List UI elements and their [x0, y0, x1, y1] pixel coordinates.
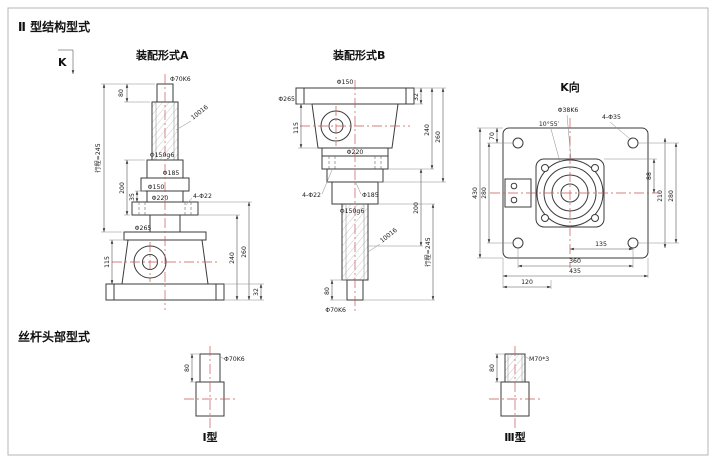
k-corner-hole	[512, 237, 524, 249]
b-dim-260: 260	[435, 131, 442, 143]
t1-dim-80: 80	[184, 364, 191, 372]
k-dim-135: 135	[595, 241, 607, 248]
a-dim-220: Φ220	[152, 195, 169, 202]
k-dim-280-left: 280	[481, 187, 488, 199]
b-dim-sleeve: Φ150g6	[340, 208, 365, 215]
b-dim-200: 200	[413, 202, 420, 214]
k-direction-mark: K	[58, 49, 75, 74]
view-assembly-b: 装配形式B Φ150 Φ265 Φ220 4-Φ22 Φ185 Φ150g6 1	[278, 48, 446, 314]
view-k-title: K向	[560, 80, 580, 94]
k-dim-430: 430	[472, 187, 479, 199]
a-dim-265: Φ265	[135, 225, 152, 232]
b-dim-115: 115	[293, 122, 300, 134]
section2-title: 丝杆头部型式	[18, 329, 90, 344]
screw-head-type-1: Φ70K6 80 Ⅰ型	[184, 346, 245, 444]
k-dim-88: 88	[646, 172, 653, 180]
b-dim-shaft70: Φ70K6	[325, 307, 346, 314]
k-dim-435: 435	[569, 268, 581, 275]
screw-head-type-3: M70*3 80 Ⅲ型	[489, 346, 549, 444]
b-dim-holes: 4-Φ22	[302, 192, 321, 199]
k-corner-hole	[627, 137, 639, 149]
k-dim-angle: 10°55′	[539, 120, 560, 128]
k-corner-hole	[627, 237, 639, 249]
a-dim-150: Φ150	[148, 184, 165, 191]
a-dim-185: Φ185	[163, 170, 180, 177]
a-dim-200: 200	[119, 182, 126, 194]
k-corner-hole	[512, 137, 524, 149]
view-a-title: 装配形式A	[135, 48, 189, 62]
page-title: Ⅱ 型结构型式	[18, 19, 90, 34]
k-dim-shaft: Φ38K6	[558, 107, 579, 114]
k-dim-360: 360	[569, 258, 581, 265]
t1-dim-shaft: Φ70K6	[224, 356, 245, 363]
t3-dim-thread: M70*3	[529, 356, 549, 363]
a-dim-sleeve: Φ150g6	[150, 152, 175, 159]
a-dim-115: 115	[104, 256, 111, 268]
view-k-direction: K向 Φ38K6 10°55′ 4-Φ35 70 430	[472, 80, 679, 289]
a-dim-shaft70: Φ70K6	[170, 76, 191, 83]
k-dim-120: 120	[521, 279, 533, 286]
t1-label: Ⅰ型	[202, 430, 217, 444]
t3-dim-80: 80	[489, 364, 496, 372]
b-dim-185: Φ185	[362, 192, 379, 199]
k-dim-holes: 4-Φ35	[602, 114, 621, 121]
b-dim-240: 240	[424, 124, 431, 136]
k-dim-280-right: 280	[668, 190, 675, 202]
a-dim-260: 260	[241, 246, 248, 258]
k-dim-210: 210	[657, 190, 664, 202]
a-dim-35: 35	[129, 193, 136, 201]
a-dim-80: 80	[118, 89, 125, 97]
a-dim-32: 32	[253, 288, 260, 296]
b-dim-150: Φ150	[337, 79, 354, 86]
b-dim-265: Φ265	[278, 96, 295, 103]
view-b-title: 装配形式B	[332, 48, 385, 62]
a-dim-stroke: 行程=245	[94, 143, 102, 172]
b-dim-220: Φ220	[347, 149, 364, 156]
k-dim-70: 70	[489, 132, 496, 140]
k-mark-label: K	[58, 56, 67, 69]
a-dim-holes: 4-Φ22	[193, 193, 212, 200]
b-dim-80: 80	[324, 287, 331, 295]
view-assembly-a: 装配形式A 80 行程=245	[94, 48, 264, 310]
a-dim-240: 240	[229, 252, 236, 264]
t3-label: Ⅲ型	[504, 430, 525, 444]
b-dim-stroke: 行程=245	[424, 237, 432, 266]
b-dim-32: 32	[413, 93, 420, 101]
